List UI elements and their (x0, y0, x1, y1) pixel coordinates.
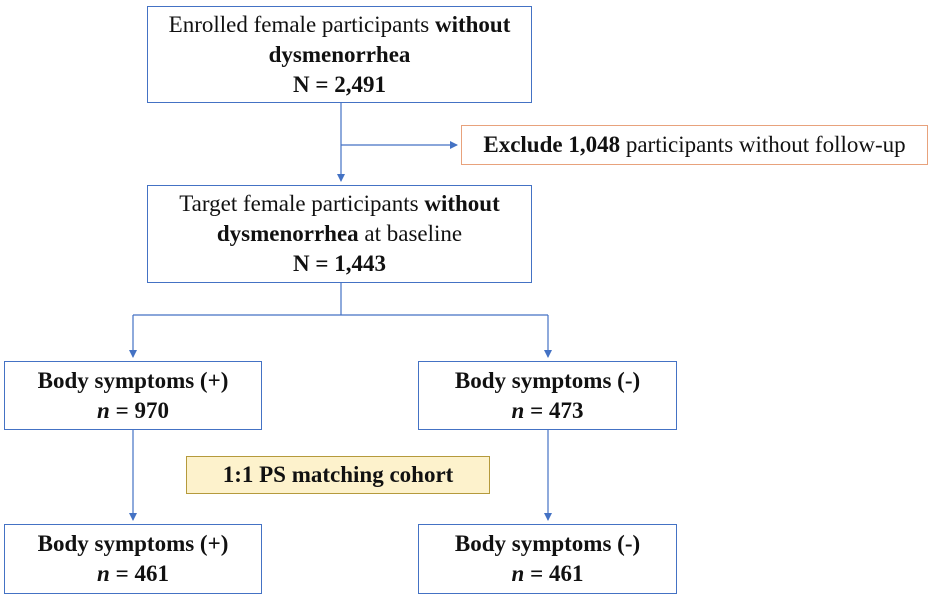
body-neg-count: n = 473 (511, 397, 584, 423)
matched-positive-box: Body symptoms (+) n = 461 (4, 524, 262, 594)
ps-matching-text: 1:1 PS matching cohort (222, 462, 454, 487)
matched-neg-count: n = 461 (511, 561, 584, 586)
enrolled-count: N = 2,491 (293, 71, 386, 97)
matched-neg-label: Body symptoms (-) (454, 531, 641, 556)
body-symptoms-negative-box: Body symptoms (-) n = 473 (418, 361, 677, 430)
body-pos-count: n = 970 (97, 397, 169, 423)
matched-negative-box: Body symptoms (-) n = 461 (418, 524, 677, 594)
target-line2: dysmenorrhea at baseline (216, 221, 463, 246)
matched-pos-label: Body symptoms (+) (37, 531, 229, 556)
target-line1: Target female participants without (179, 191, 500, 216)
exclusion-text: Exclude 1,048 participants without follo… (483, 132, 906, 157)
body-symptoms-positive-box: Body symptoms (+) n = 970 (4, 361, 262, 430)
enrolled-box: Enrolled female participants without dys… (147, 6, 532, 103)
body-neg-label: Body symptoms (-) (454, 367, 641, 393)
ps-matching-label: 1:1 PS matching cohort (186, 456, 490, 494)
enrolled-line1: Enrolled female participants without (168, 11, 511, 37)
body-pos-label: Body symptoms (+) (37, 367, 229, 393)
enrolled-line2: dysmenorrhea (268, 41, 411, 67)
exclusion-box: Exclude 1,048 participants without follo… (461, 125, 928, 165)
target-box: Target female participants without dysme… (147, 185, 532, 283)
matched-pos-count: n = 461 (97, 561, 169, 586)
target-count: N = 1,443 (293, 251, 386, 276)
